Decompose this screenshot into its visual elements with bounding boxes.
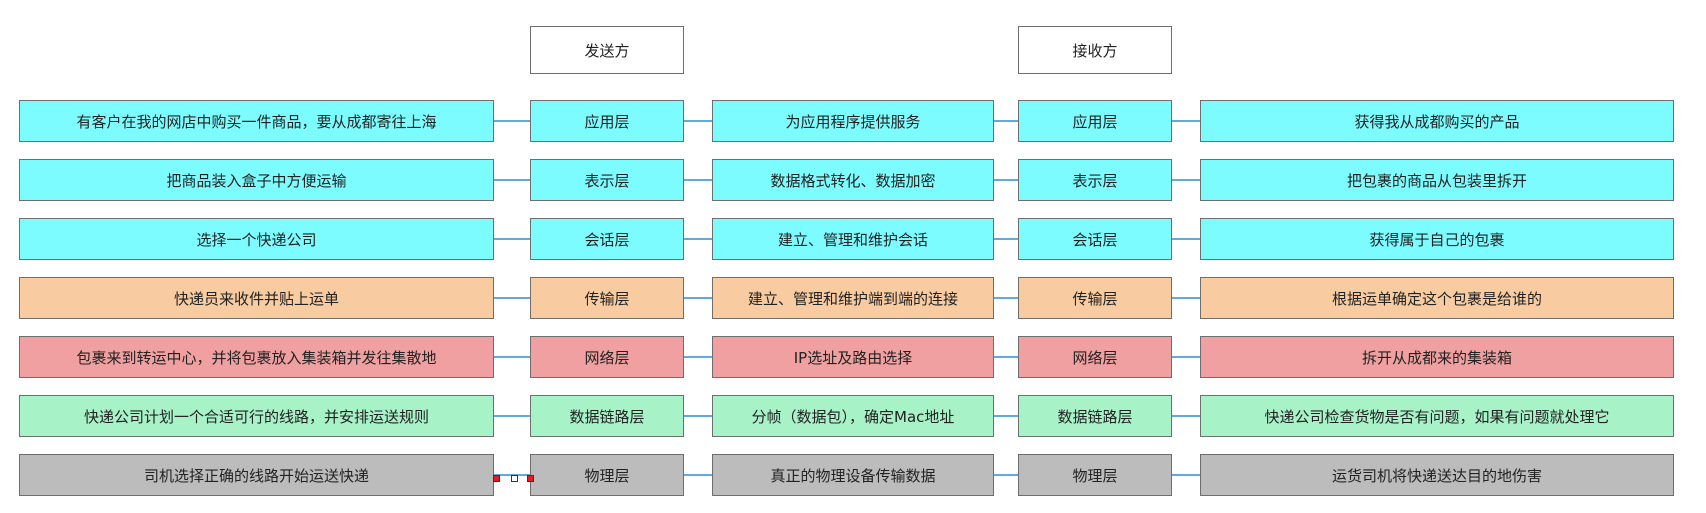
sender-example: 快递员来收件并贴上运单	[19, 277, 494, 319]
receiver-layer: 数据链路层	[1018, 395, 1172, 437]
sender-layer: 会话层	[530, 218, 684, 260]
sender-layer: 应用层	[530, 100, 684, 142]
sender-layer: 传输层	[530, 277, 684, 319]
sender-example: 选择一个快递公司	[19, 218, 494, 260]
layer-function: IP选址及路由选择	[712, 336, 994, 378]
receiver-example: 获得我从成都购买的产品	[1200, 100, 1674, 142]
sender-example: 司机选择正确的线路开始运送快递	[19, 454, 494, 496]
receiver-example: 把包裹的商品从包装里拆开	[1200, 159, 1674, 201]
receiver-example: 获得属于自己的包裹	[1200, 218, 1674, 260]
receiver-layer: 表示层	[1018, 159, 1172, 201]
receiver-layer: 网络层	[1018, 336, 1172, 378]
sender-layer: 表示层	[530, 159, 684, 201]
sender-example: 把商品装入盒子中方便运输	[19, 159, 494, 201]
receiver-example: 根据运单确定这个包裹是给谁的	[1200, 277, 1674, 319]
layer-function: 为应用程序提供服务	[712, 100, 994, 142]
selection-handle-right[interactable]	[527, 475, 534, 482]
receiver-layer: 会话层	[1018, 218, 1172, 260]
layer-function: 建立、管理和维护端到端的连接	[712, 277, 994, 319]
receiver-example: 拆开从成都来的集装箱	[1200, 336, 1674, 378]
sender-header: 发送方	[530, 26, 684, 74]
layer-function: 真正的物理设备传输数据	[712, 454, 994, 496]
sender-layer: 数据链路层	[530, 395, 684, 437]
receiver-example: 运货司机将快递送达目的地伤害	[1200, 454, 1674, 496]
sender-layer: 网络层	[530, 336, 684, 378]
sender-layer: 物理层	[530, 454, 684, 496]
sender-example: 快递公司计划一个合适可行的线路，并安排运送规则	[19, 395, 494, 437]
sender-example: 有客户在我的网店中购买一件商品，要从成都寄往上海	[19, 100, 494, 142]
layer-function: 建立、管理和维护会话	[712, 218, 994, 260]
layer-function: 分帧（数据包），确定Mac地址	[712, 395, 994, 437]
receiver-layer: 传输层	[1018, 277, 1172, 319]
receiver-layer: 物理层	[1018, 454, 1172, 496]
receiver-example: 快递公司检查货物是否有问题，如果有问题就处理它	[1200, 395, 1674, 437]
layer-function: 数据格式转化、数据加密	[712, 159, 994, 201]
receiver-header: 接收方	[1018, 26, 1172, 74]
selection-handle-left[interactable]	[493, 475, 500, 482]
sender-example: 包裹来到转运中心，并将包裹放入集装箱并发往集散地	[19, 336, 494, 378]
selection-handle-middle[interactable]	[511, 475, 518, 482]
receiver-layer: 应用层	[1018, 100, 1172, 142]
